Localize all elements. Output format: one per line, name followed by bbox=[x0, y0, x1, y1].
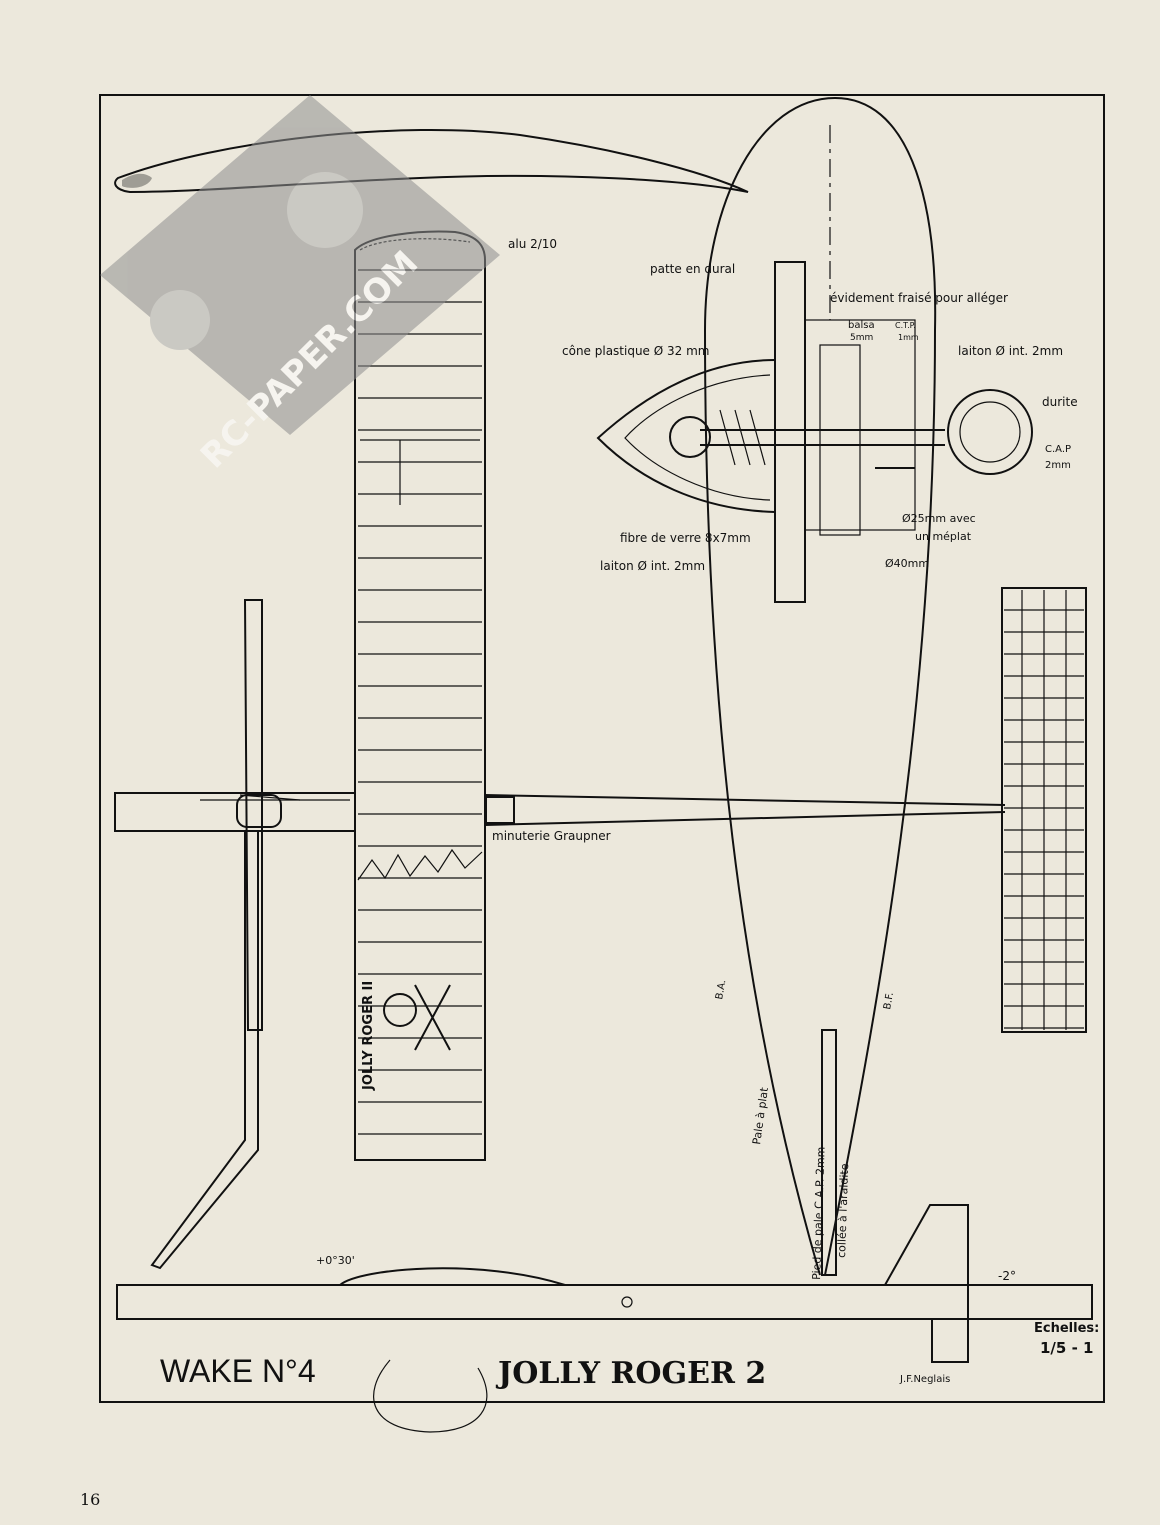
label-d25: Ø25mm avec bbox=[902, 512, 976, 525]
label-balsa-dim: 5mm bbox=[850, 333, 873, 343]
scales-value: 1/5 - 1 bbox=[1040, 1339, 1093, 1357]
drawing-frame bbox=[99, 94, 1105, 1403]
label-bf: B.F. bbox=[882, 991, 896, 1010]
label-pale-plat: Pale à plat bbox=[750, 1086, 771, 1145]
label-cap-dim: 2mm bbox=[1045, 460, 1071, 471]
label-alu: alu 2/10 bbox=[508, 237, 557, 251]
label-d40: Ø40mm bbox=[885, 557, 929, 570]
label-patte: patte en dural bbox=[650, 262, 735, 276]
fuselage-name-label: JOLLY ROGER II bbox=[361, 981, 376, 1091]
label-ctp-dim: 1mm bbox=[898, 333, 919, 342]
designer-signature: J.F.Neglais bbox=[899, 1374, 950, 1385]
label-laiton-bottom: laiton Ø int. 2mm bbox=[600, 559, 705, 573]
label-cone: cône plastique Ø 32 mm bbox=[562, 344, 709, 358]
label-ba: B.A. bbox=[714, 979, 728, 1000]
propeller-side-view bbox=[150, 599, 263, 1270]
timer-icon bbox=[485, 796, 515, 824]
label-cap: C.A.P bbox=[1045, 444, 1071, 455]
label-minuterie: minuterie Graupner bbox=[492, 829, 611, 843]
tailplane-planform bbox=[1001, 587, 1087, 1033]
fuselage-side-view bbox=[116, 1204, 1093, 1433]
label-evidement: évidement fraisé pour alléger bbox=[830, 291, 1008, 305]
label-ctp: C.T.P. bbox=[895, 321, 916, 330]
label-durite: durite bbox=[1042, 395, 1078, 409]
title-jolly-roger: JOLLY ROGER 2 bbox=[495, 1356, 766, 1391]
label-incidence-wing: +0°30' bbox=[316, 1254, 355, 1267]
label-fibre: fibre de verre 8x7mm bbox=[620, 531, 751, 545]
propeller-hub-detail bbox=[596, 261, 1033, 603]
label-meplat: un méplat bbox=[915, 530, 972, 543]
label-collee: collée à l'araldite bbox=[835, 1163, 851, 1258]
propeller-blade-planform bbox=[703, 96, 937, 1276]
label-incidence-tail: -2° bbox=[998, 1269, 1016, 1283]
fuselage-top-view bbox=[114, 792, 1006, 832]
label-balsa: balsa bbox=[848, 320, 875, 331]
title-wake: WAKE N°4 bbox=[160, 1353, 316, 1389]
skull-icon bbox=[383, 993, 417, 1027]
label-laiton-top: laiton Ø int. 2mm bbox=[958, 344, 1063, 358]
page-number: 16 bbox=[80, 1490, 101, 1509]
scales-label: Echelles: bbox=[1034, 1321, 1099, 1336]
watermark-logo: RC-PAPER.COM bbox=[100, 95, 500, 476]
label-pied-pale: Pied de pale C.A.P. 2mm bbox=[810, 1146, 828, 1280]
wing-planform: JOLLY ROGER II bbox=[354, 230, 486, 1161]
crossbones-icon bbox=[414, 984, 451, 1051]
wing-airfoil-section bbox=[114, 129, 749, 194]
